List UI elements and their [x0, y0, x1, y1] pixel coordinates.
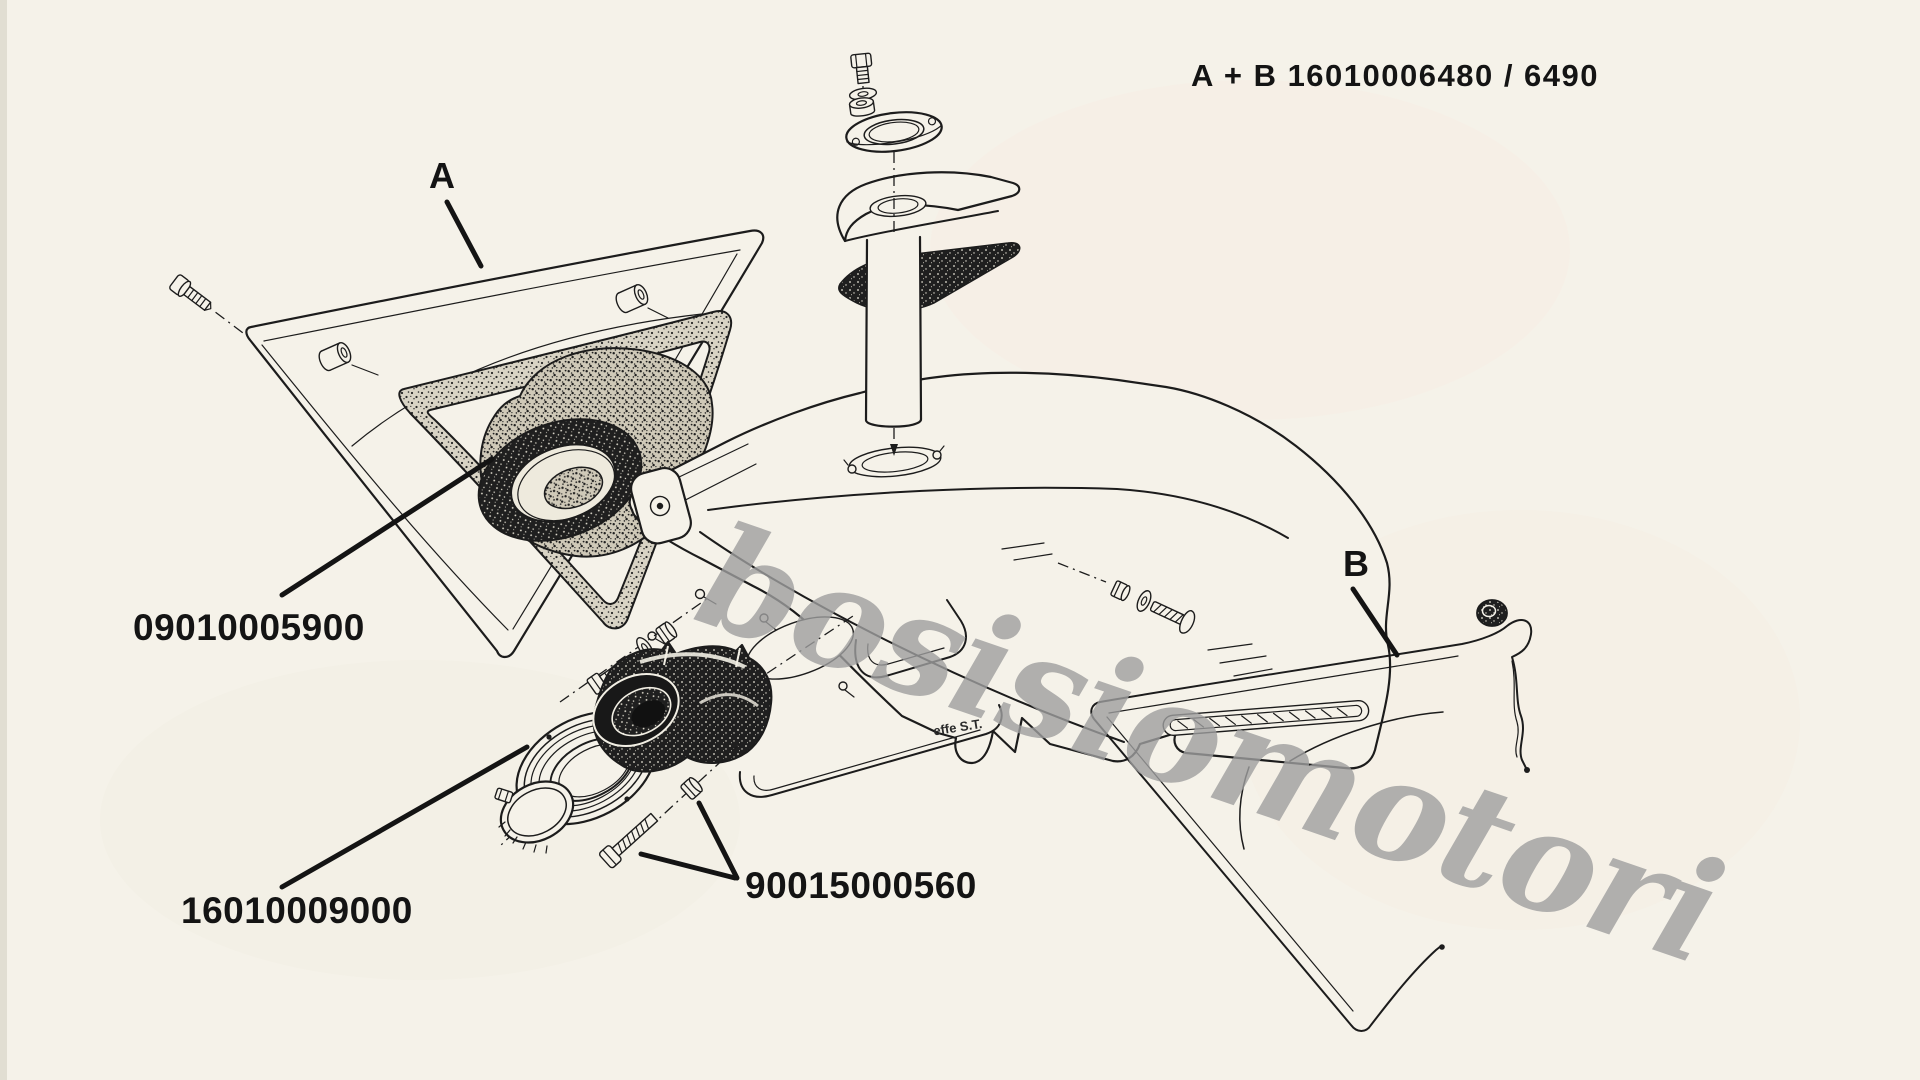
- top-bolt: [850, 52, 873, 85]
- right-nut: [1110, 580, 1131, 602]
- part-number-seal-ring: 16010009000: [181, 890, 413, 931]
- assembly-code-title: A + B 16010006480 / 6490: [1191, 58, 1599, 93]
- clamp-screw-housing: [494, 787, 514, 804]
- callout-leader-lines: [279, 199, 1400, 890]
- hose-clamp: [499, 780, 575, 844]
- leader-line-b: [1350, 586, 1400, 658]
- carb-bolt-set: [598, 741, 743, 869]
- leader-line-seal-ring: [279, 744, 530, 890]
- carb-mount-tab: [629, 466, 692, 545]
- airbox: effe S.T.: [628, 52, 1392, 798]
- panel-a-crease-line: [351, 313, 703, 447]
- intake-seal-ring-group: [494, 705, 657, 854]
- leader-line-a: [444, 199, 484, 269]
- airbox-carb-flange: [854, 599, 967, 679]
- part-number-bolt-set: 90015000560: [745, 865, 977, 906]
- filter-front-face: [477, 418, 643, 542]
- leader-line-bolt-set: [638, 800, 740, 881]
- airbox-bottom-flange: [738, 704, 1003, 798]
- panel-a-rubber-bung-right: [615, 283, 649, 314]
- small-nut: [655, 621, 678, 645]
- panel-a-screw: [169, 274, 245, 335]
- right-screw: [1149, 601, 1196, 634]
- top-bracket: [836, 171, 1021, 243]
- panel-b-label: B: [1343, 543, 1369, 584]
- boot-mouth: [592, 673, 680, 747]
- airbox-stand-column: [864, 235, 923, 428]
- callout-labels: A + B 16010006480 / 6490 A B 09010005900…: [133, 58, 1599, 931]
- panel-b-vent-slot: [1162, 700, 1370, 736]
- side-panel-b: [1090, 599, 1533, 1032]
- part-number-filter: 09010005900: [133, 607, 365, 648]
- right-hardware-set: [1057, 562, 1196, 634]
- top-nut: [848, 97, 876, 117]
- long-bolt: [598, 812, 659, 869]
- top-flange-plate: [845, 111, 943, 153]
- right-washer: [1136, 590, 1152, 612]
- top-fastener-stack: [845, 52, 943, 232]
- panel-a-rubber-bung-left: [318, 341, 352, 372]
- panel-b-grommet: [1476, 599, 1508, 627]
- leader-line-filter: [279, 456, 495, 598]
- panel-a-label: A: [429, 155, 455, 196]
- long-bolt-nut: [680, 776, 703, 800]
- intake-manifold-boot: [592, 640, 773, 773]
